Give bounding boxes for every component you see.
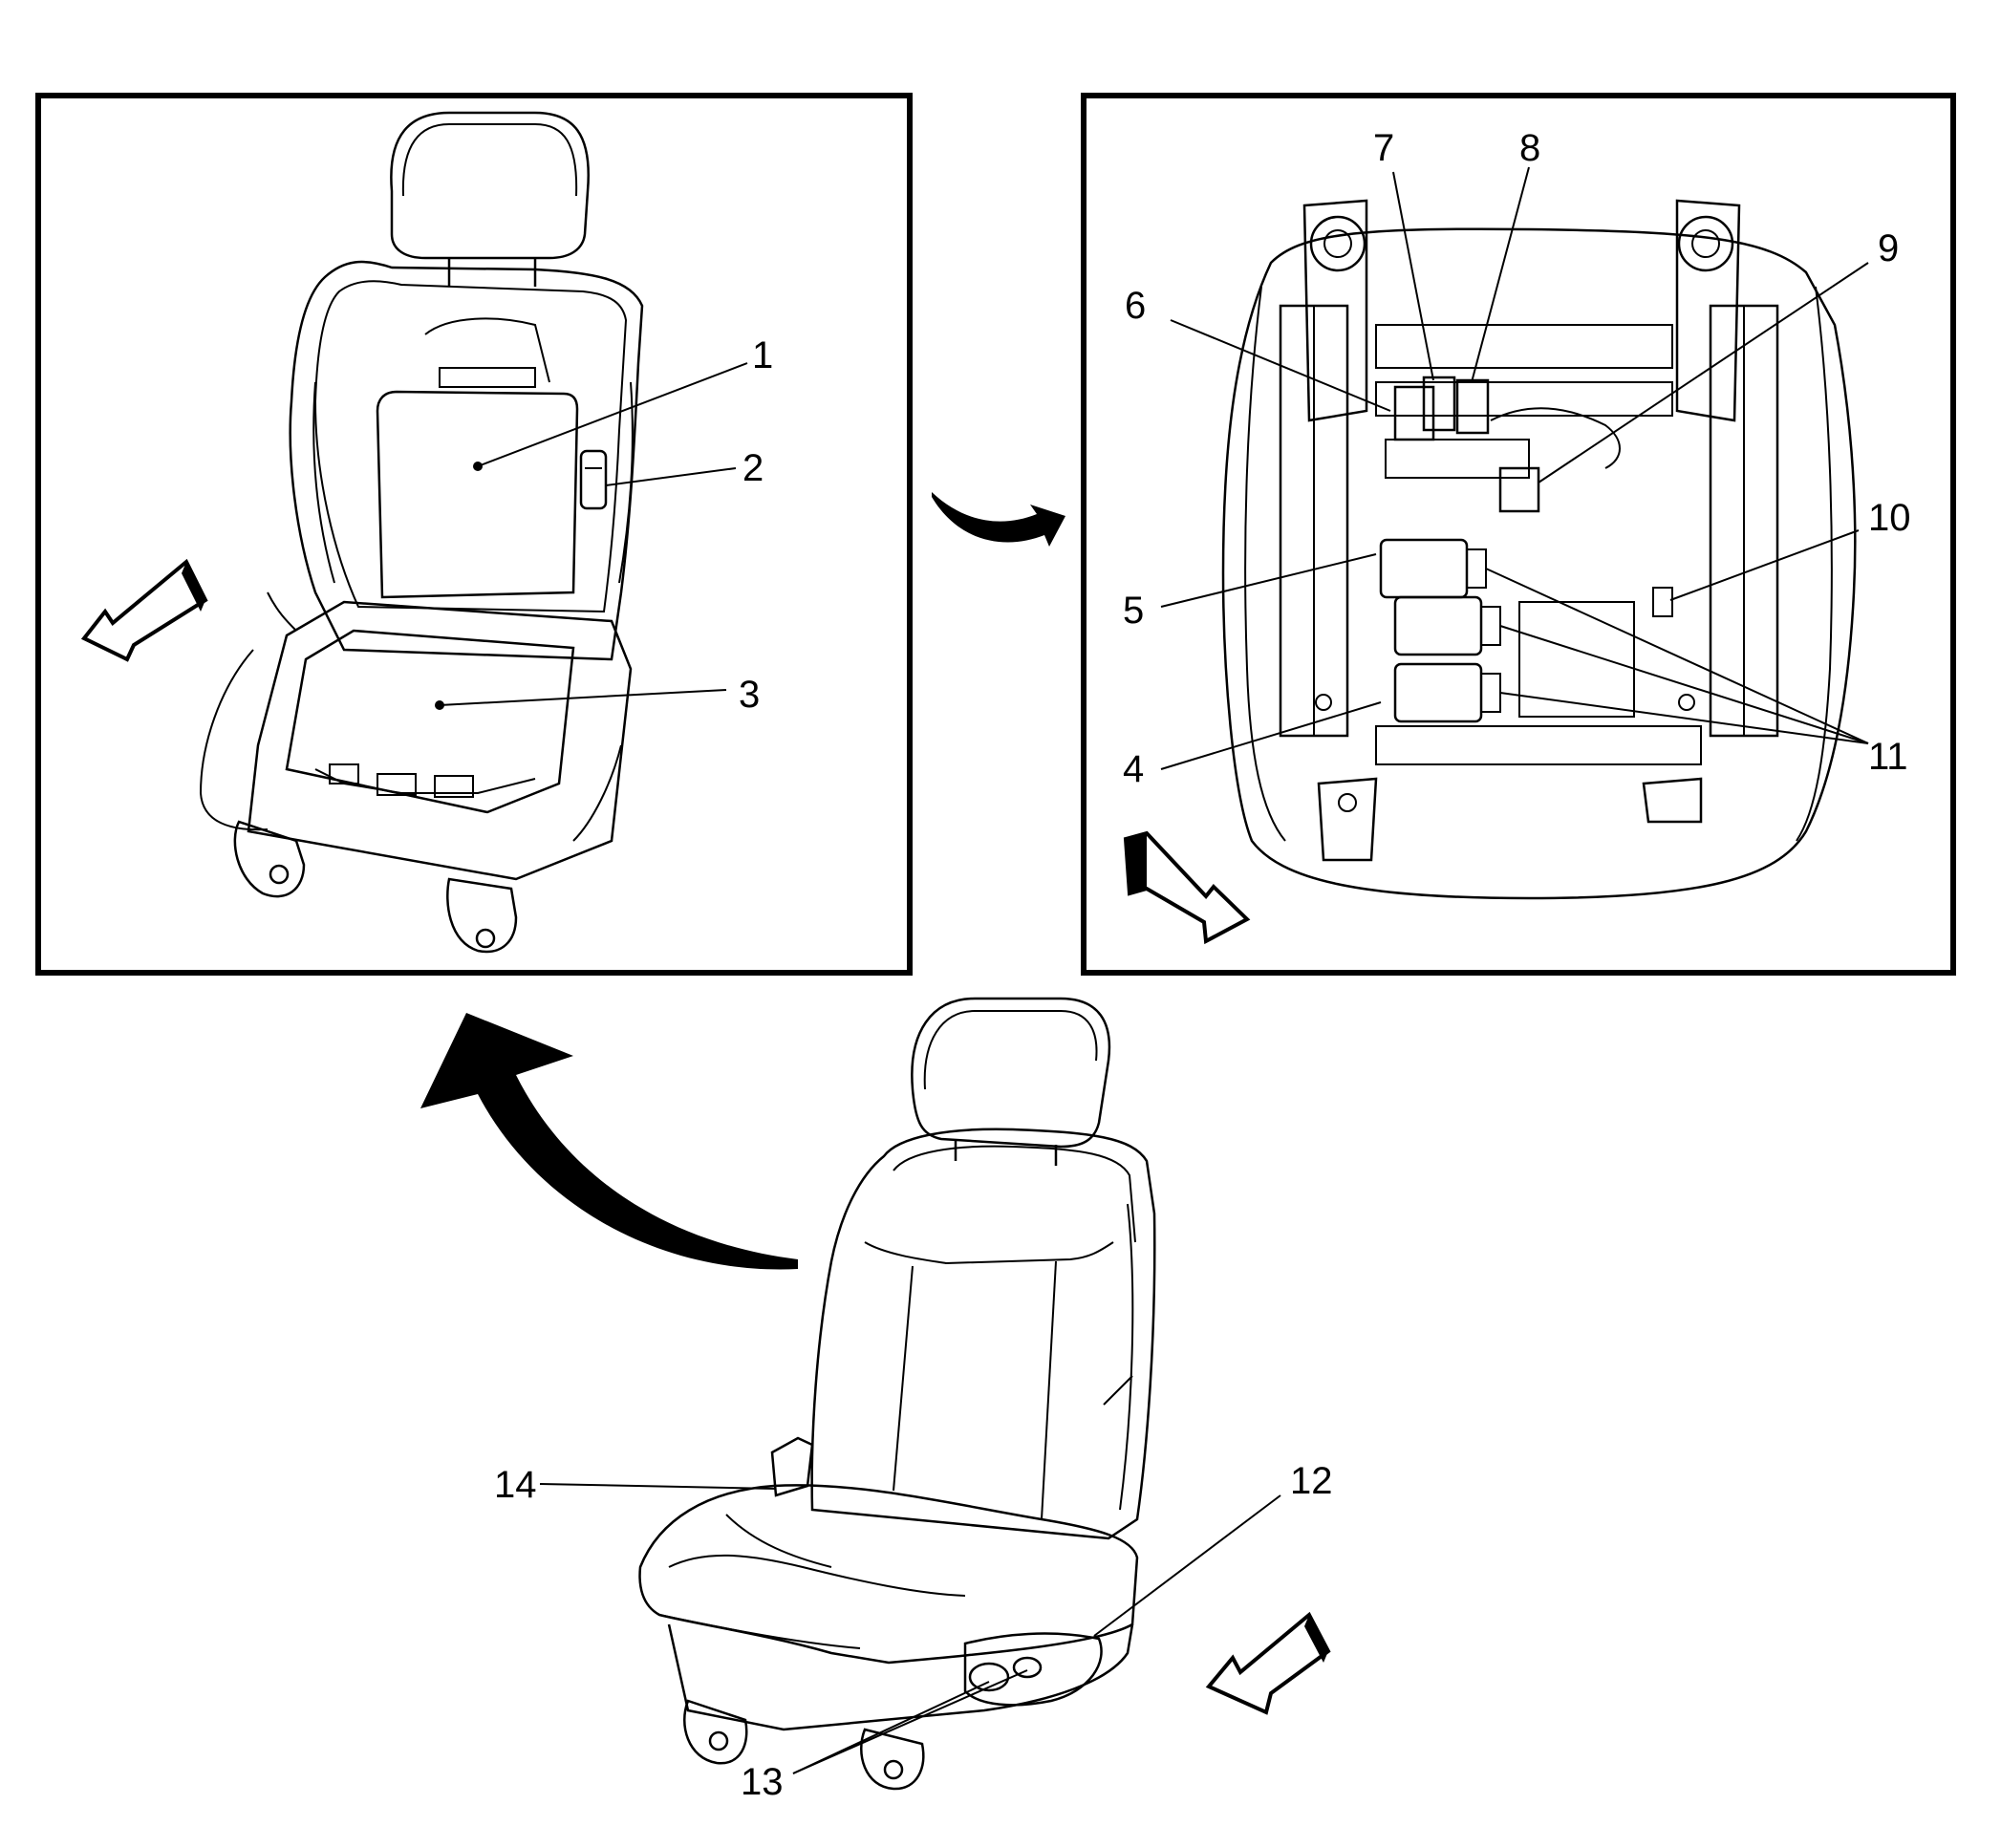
- leader-13b: [792, 1669, 1028, 1774]
- callout-8: 8: [1519, 127, 1540, 169]
- frame-headrest: [390, 111, 590, 260]
- seat-back: [810, 1128, 1156, 1540]
- cushion-frame: [247, 600, 633, 881]
- underside-cushion-outline: [1221, 227, 1857, 900]
- leader-8: [1471, 166, 1530, 383]
- module-item-9: [1498, 466, 1540, 513]
- leader-5: [1160, 553, 1377, 608]
- callout-3: 3: [739, 674, 760, 716]
- bracket-item-10: [1652, 587, 1673, 617]
- leader-6: [1170, 319, 1391, 412]
- panel-transfer-arrow: [932, 492, 1065, 547]
- back-panel-item-1: [376, 390, 579, 599]
- seat-headrest: [911, 997, 1111, 1149]
- cushion-panel-item-3: [285, 629, 575, 814]
- callout-11: 11: [1868, 736, 1908, 778]
- right-panel-border: [1081, 93, 1956, 976]
- seat-cushion: [638, 1484, 1139, 1665]
- left-panel-forward-arrow: [80, 558, 208, 662]
- leader-1: [477, 362, 748, 467]
- left-panel-border: [35, 93, 913, 976]
- seat-forward-arrow: [1205, 1611, 1331, 1715]
- seat-switch-bezel-item-12: [963, 1632, 1103, 1707]
- leader-7: [1392, 171, 1434, 381]
- leader-9: [1538, 262, 1869, 483]
- leader-3: [439, 689, 727, 706]
- leader-11a: [1485, 568, 1869, 744]
- callout-4: 4: [1123, 748, 1144, 790]
- leader-14: [539, 1483, 777, 1490]
- callout-5: 5: [1123, 590, 1144, 632]
- callout-12: 12: [1290, 1460, 1333, 1502]
- seat-frame-panel: 1 2 3: [35, 93, 913, 976]
- callout-6: 6: [1125, 285, 1146, 327]
- connector-item-7: [1422, 376, 1456, 432]
- seat-switch-item-13-b: [1012, 1656, 1043, 1679]
- callout-9: 9: [1878, 227, 1899, 269]
- leader-12: [1093, 1494, 1281, 1637]
- callout-2: 2: [742, 447, 764, 489]
- leader-4: [1160, 701, 1382, 770]
- seat-underside-panel: 4 5 6 7 8 9 10 11: [1081, 93, 1956, 976]
- callout-7: 7: [1373, 127, 1394, 169]
- callout-10: 10: [1868, 497, 1911, 539]
- callout-14: 14: [494, 1464, 537, 1506]
- back-module-item-2: [579, 449, 608, 510]
- leader-11c: [1499, 692, 1869, 744]
- seat-switch-item-13-a: [968, 1662, 1010, 1692]
- leader-10: [1669, 529, 1860, 601]
- callout-13: 13: [741, 1761, 784, 1803]
- leader-11b: [1499, 625, 1869, 744]
- callout-1: 1: [752, 334, 773, 376]
- complete-seat-panel: 12 13 14: [494, 997, 1333, 1803]
- seat-to-frame-arrow: [420, 1013, 798, 1270]
- leader-2: [605, 467, 737, 486]
